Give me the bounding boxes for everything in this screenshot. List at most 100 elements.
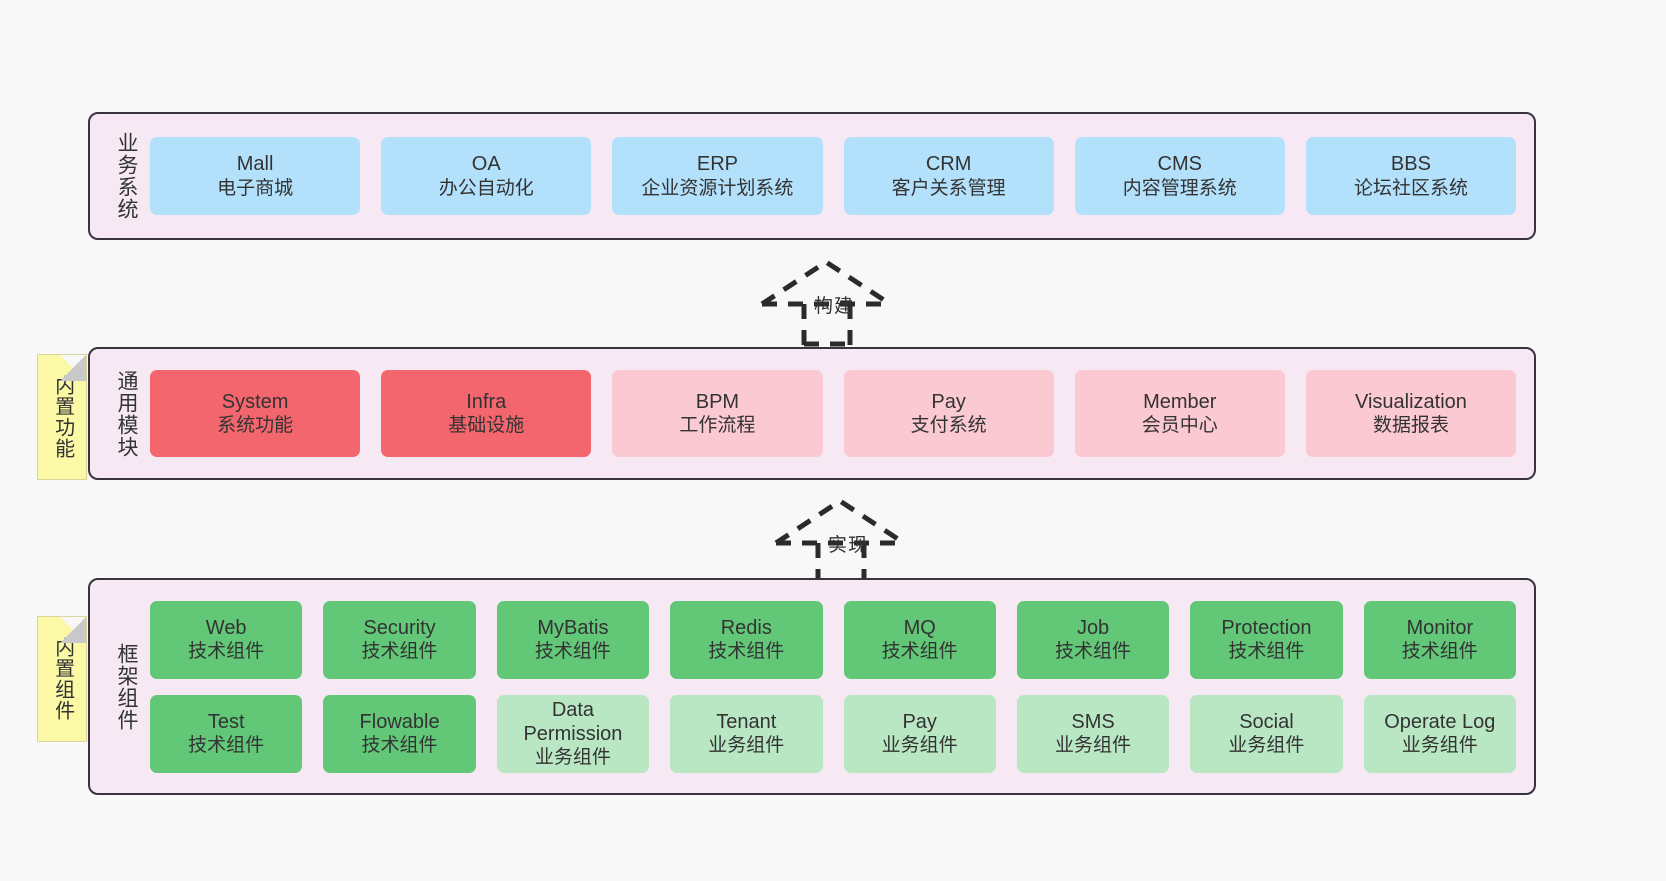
layer-framework-components: 框架组件 Web 技术组件 Security 技术组件 MyBatis 技术组件… [88,578,1536,795]
connector-build: 构建 [756,256,906,347]
card-title-en: Job [1076,616,1110,639]
card-title-cn: 业务组件 [1055,735,1132,757]
card-title-en: Infra [466,390,507,413]
card-title-en: OA [471,153,501,176]
card-bpm[interactable]: BPM 工作流程 [612,370,823,457]
card-bbs[interactable]: BBS 论坛社区系统 [1305,137,1517,215]
card-security[interactable]: Security 技术组件 [323,600,476,679]
card-title-cn: 会员中心 [1141,415,1218,437]
card-sms[interactable]: SMS 业务组件 [1016,694,1170,773]
card-title-cn: 论坛社区系统 [1353,177,1468,199]
layer-business-systems: 业务系统 Mall 电子商城 OA 办公自动化 ERP 企业资源计划系统 CRM… [88,112,1536,240]
card-web[interactable]: Web 技术组件 [150,600,303,679]
card-title-en: MyBatis [537,616,609,639]
card-title-en: Operate Log [1384,710,1496,733]
card-monitor[interactable]: Monitor 技术组件 [1363,600,1516,679]
card-title-cn: 技术组件 [881,641,958,663]
card-title-en: SMS [1071,710,1115,733]
card-cms[interactable]: CMS 内容管理系统 [1074,137,1285,215]
card-title-cn: 系统功能 [217,415,294,437]
card-title-cn: 技术组件 [1228,641,1305,663]
card-title-cn: 数据报表 [1372,415,1449,437]
card-system[interactable]: System 系统功能 [150,370,361,457]
card-title-cn: 技术组件 [1401,641,1478,663]
card-title-cn: 业务组件 [708,735,785,757]
note-builtin-functions: 内置功能 [37,354,87,480]
card-title-cn: 技术组件 [1055,641,1132,663]
card-title-en: Monitor [1406,616,1474,639]
card-row: System 系统功能 Infra 基础设施 BPM 工作流程 Pay 支付系统… [150,370,1517,457]
card-redis[interactable]: Redis 技术组件 [670,600,823,679]
card-title-en: Pay [902,710,937,733]
card-data-permission[interactable]: Data Permission 业务组件 [496,694,650,773]
card-title-cn: 业务组件 [534,747,611,769]
card-title-en: CRM [925,153,972,176]
card-title-en: Visualization [1354,390,1467,413]
card-title-en: MQ [903,616,936,639]
card-pay[interactable]: Pay 支付系统 [843,370,1054,457]
card-title-cn: 工作流程 [679,415,756,437]
card-row: Test 技术组件 Flowable 技术组件 Data Permission … [150,694,1516,773]
card-title-en: Web [205,616,247,639]
card-title-cn: 业务组件 [881,735,958,757]
card-title-en: Data Permission [523,698,623,745]
card-infra[interactable]: Infra 基础设施 [381,370,592,457]
card-title-en: Tenant [716,710,777,733]
card-mybatis[interactable]: MyBatis 技术组件 [496,600,650,679]
layer-framework-components-body: Web 技术组件 Security 技术组件 MyBatis 技术组件 Redi… [146,600,1534,773]
card-title-cn: 业务组件 [1228,735,1305,757]
card-oa[interactable]: OA 办公自动化 [381,137,592,215]
card-protection[interactable]: Protection 技术组件 [1190,600,1343,679]
card-title-en: Test [207,710,245,733]
card-title-cn: 企业资源计划系统 [641,177,794,199]
card-title-en: BPM [695,390,740,413]
card-title-en: CMS [1157,153,1202,176]
card-mall[interactable]: Mall 电子商城 [150,137,361,215]
card-title-cn: 技术组件 [361,735,438,757]
card-row: Web 技术组件 Security 技术组件 MyBatis 技术组件 Redi… [150,600,1516,679]
connector-implement-label: 实现 [828,535,869,556]
card-title-en: System [221,390,289,413]
card-erp[interactable]: ERP 企业资源计划系统 [612,137,823,215]
layer-framework-components-label: 框架组件 [115,642,138,731]
card-tenant[interactable]: Tenant 业务组件 [670,694,823,773]
card-title-en: BBS [1390,153,1431,176]
card-pay-business[interactable]: Pay 业务组件 [843,694,996,773]
card-title-cn: 支付系统 [910,415,987,437]
card-flowable[interactable]: Flowable 技术组件 [323,694,476,773]
note-builtin-components-label: 内置组件 [51,637,74,721]
card-title-en: Security [363,616,436,639]
connector-build-label: 构建 [814,296,855,317]
card-title-cn: 技术组件 [361,641,438,663]
connector-implement: 实现 [770,495,920,586]
card-social[interactable]: Social 业务组件 [1190,694,1343,773]
card-title-en: ERP [696,153,738,176]
card-job[interactable]: Job 技术组件 [1016,600,1170,679]
layer-common-modules: 通用模块 System 系统功能 Infra 基础设施 BPM 工作流程 Pay… [88,347,1536,480]
card-title-en: Pay [931,390,966,413]
card-crm[interactable]: CRM 客户关系管理 [843,137,1054,215]
card-mq[interactable]: MQ 技术组件 [843,600,996,679]
card-title-en: Social [1239,710,1294,733]
card-test[interactable]: Test 技术组件 [150,694,303,773]
layer-business-systems-label: 业务系统 [115,132,138,220]
card-title-cn: 技术组件 [708,641,785,663]
card-title-cn: 基础设施 [448,415,525,437]
card-title-en: Protection [1221,616,1312,639]
card-visualization[interactable]: Visualization 数据报表 [1305,370,1517,457]
card-operate-log[interactable]: Operate Log 业务组件 [1363,694,1516,773]
card-title-en: Flowable [359,710,440,733]
card-title-cn: 技术组件 [188,735,265,757]
layer-common-modules-label: 通用模块 [115,369,138,458]
card-title-cn: 技术组件 [534,641,611,663]
layer-common-modules-body: System 系统功能 Infra 基础设施 BPM 工作流程 Pay 支付系统… [146,370,1534,457]
card-title-en: Redis [720,616,772,639]
note-builtin-functions-label: 内置功能 [51,375,74,459]
card-member[interactable]: Member 会员中心 [1074,370,1285,457]
card-title-cn: 客户关系管理 [891,177,1006,199]
card-title-en: Mall [236,153,274,176]
card-row: Mall 电子商城 OA 办公自动化 ERP 企业资源计划系统 CRM 客户关系… [150,137,1517,215]
connector-build-arrow [760,259,892,347]
card-title-cn: 电子商城 [217,177,294,199]
